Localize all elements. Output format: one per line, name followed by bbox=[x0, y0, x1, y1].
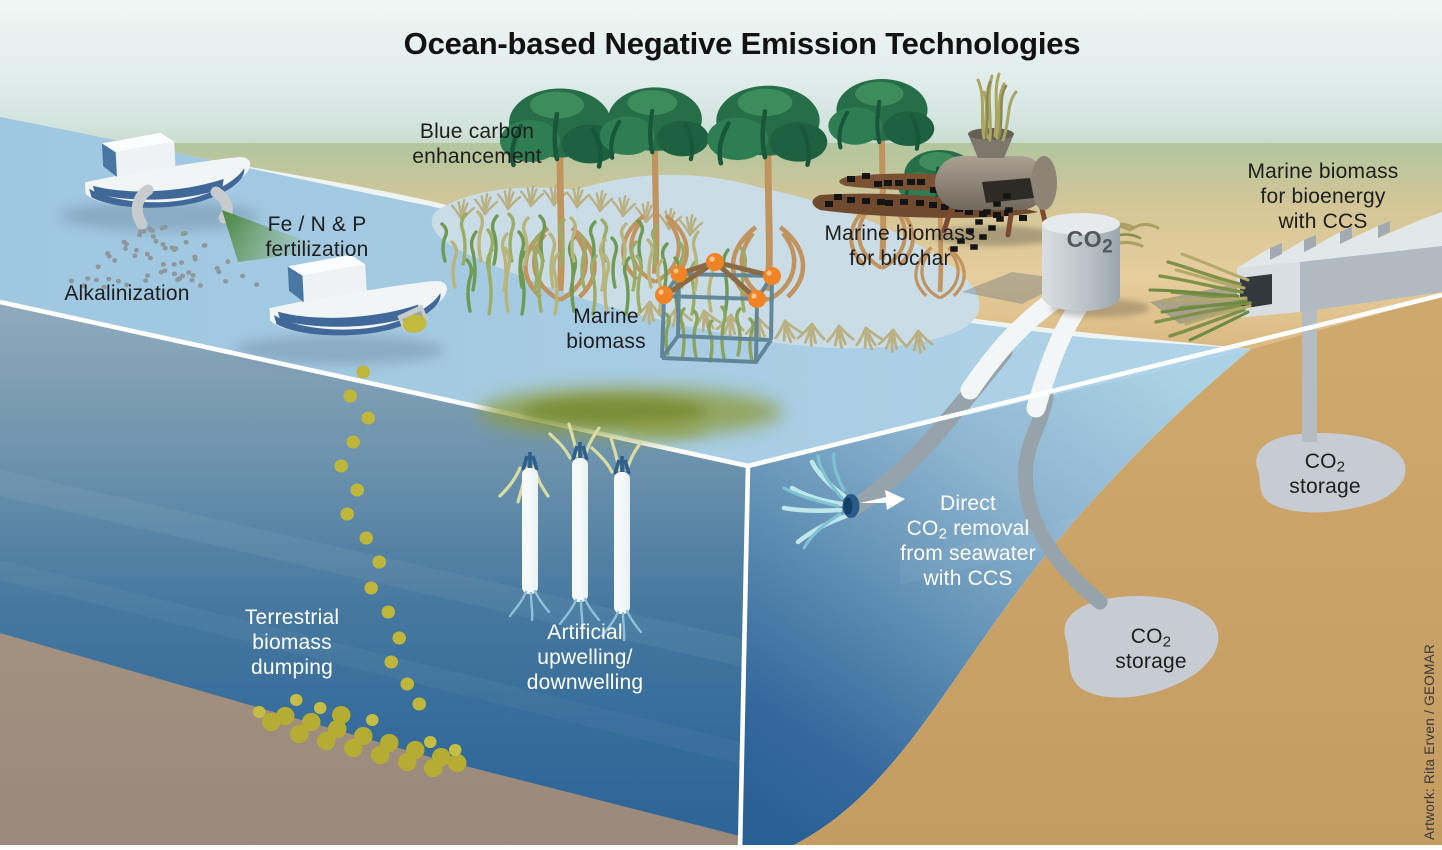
label-bioenergy: Marine biomass for bioenergy with CCS bbox=[1247, 160, 1399, 233]
label-co2-tank: CO2 bbox=[1066, 226, 1114, 258]
alkalinity-chute bbox=[131, 184, 154, 230]
bioenergy-plant-icon bbox=[1148, 212, 1442, 342]
label-fertilization: Fe / N & P fertilization bbox=[265, 213, 369, 261]
label-marine-biomass: Marine biomass bbox=[566, 305, 646, 353]
intake-pipe-white bbox=[960, 286, 1070, 400]
kelp-cage-icon bbox=[655, 253, 781, 365]
label-biochar: Marine biomass for biochar bbox=[824, 222, 976, 270]
stern-gate bbox=[397, 304, 429, 333]
plant-intake-opening bbox=[1240, 274, 1272, 309]
alkaline-particles bbox=[68, 224, 260, 290]
fertilization-plume-icon bbox=[222, 210, 330, 262]
label-direct-removal: Direct CO2 removal from seawater with CC… bbox=[900, 492, 1036, 590]
blue-carbon-habitat bbox=[431, 79, 981, 355]
label-upwelling: Artificial upwelling/ downwelling bbox=[526, 621, 644, 694]
page-title: Ocean-based Negative Emission Technologi… bbox=[403, 26, 1081, 61]
seawater-intake-icon bbox=[781, 452, 905, 550]
label-co2-storage-center: CO2 storage bbox=[1115, 625, 1187, 673]
co2-storage-blob-right bbox=[1256, 433, 1406, 513]
storage-pipe-gray bbox=[1017, 390, 1108, 610]
cutaway-edge-lines bbox=[0, 292, 1442, 850]
co2-storage-blob-center bbox=[1064, 596, 1219, 698]
co2-tank-icon bbox=[1042, 213, 1150, 317]
label-co2-storage-right: CO2 storage bbox=[1289, 450, 1361, 498]
sediment bbox=[760, 296, 1442, 850]
label-blue-carbon: Blue carbon enhancement bbox=[412, 120, 542, 168]
bottom-margin bbox=[0, 845, 1442, 850]
alkalinization-ship-icon bbox=[60, 128, 330, 290]
phytoplankton-bloom bbox=[478, 387, 782, 440]
flow-arrow-icon bbox=[860, 490, 905, 510]
biomass-chunks bbox=[253, 365, 467, 777]
plant-injection-pipe bbox=[1302, 300, 1317, 442]
upwelling-pipes-icon bbox=[498, 422, 643, 642]
label-alkalinization: Alkalinization bbox=[64, 282, 190, 305]
artwork-credit: Artwork: Rita Erven / GEOMAR bbox=[1422, 644, 1437, 840]
terrestrial-biomass-ship-icon bbox=[235, 249, 450, 365]
label-terrestrial-dumping: Terrestrial biomass dumping bbox=[244, 606, 340, 679]
